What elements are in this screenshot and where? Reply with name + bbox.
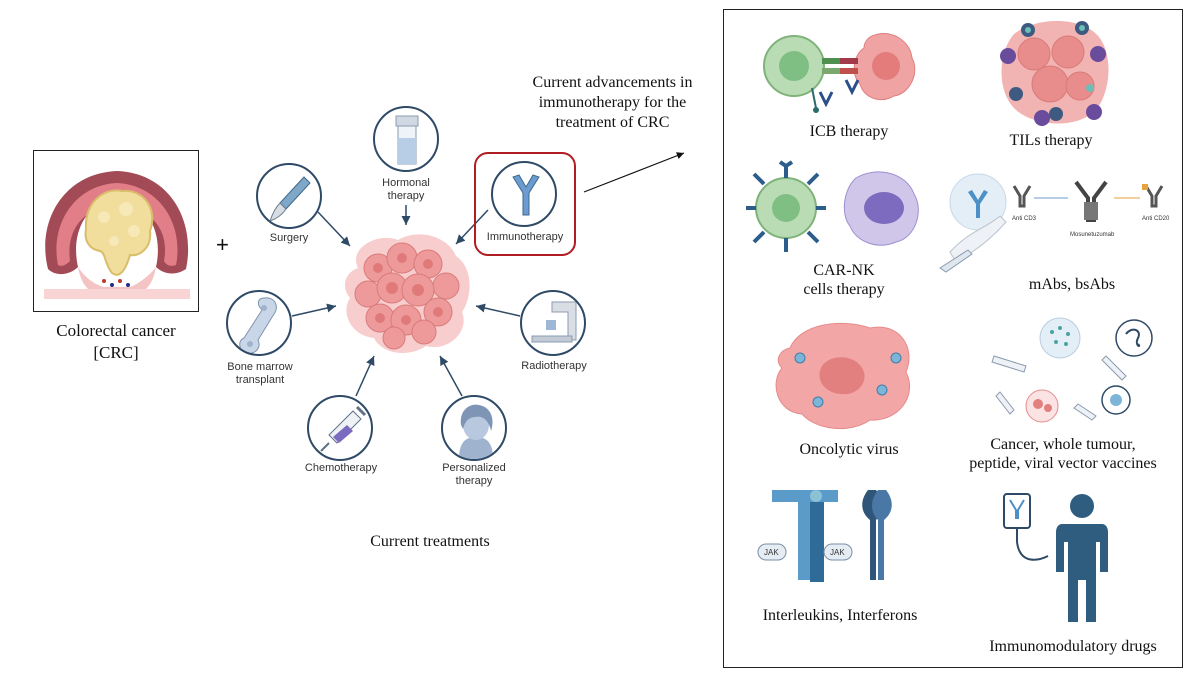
person-face-icon — [459, 404, 493, 459]
anti-cd3-label: Anti CD3 — [1012, 216, 1037, 222]
immunotherapy-highlight-frame — [474, 152, 576, 256]
arrow-to-advances — [583, 152, 685, 193]
bone-marrow-node — [226, 290, 292, 356]
interleukins-illustration: JAK JAK — [757, 490, 892, 582]
advancements-title-line1: Current advancements in — [532, 74, 693, 91]
arrow-surgery — [317, 211, 351, 247]
tils-therapy-label: TILs therapy — [1009, 132, 1093, 149]
personalized-line1: Personalized — [442, 462, 506, 474]
carnk-line1: CAR-NK — [813, 262, 875, 279]
radiotherapy-label: Radiotherapy — [521, 360, 587, 372]
advancements-title-line3: treatment of CRC — [555, 114, 670, 131]
vaccines-line1: Cancer, whole tumour, — [990, 436, 1136, 453]
mosunetuzumab-label: Mosunetuzumab — [1070, 232, 1115, 238]
crc-label: Colorectal cancer [CRC] — [30, 320, 202, 364]
iv-drip-icon — [1003, 493, 1049, 561]
carnk-label: CAR-NK cells therapy — [784, 261, 904, 299]
virus-icon — [794, 352, 902, 408]
jak-right-label: JAK — [830, 548, 845, 557]
hormonal-therapy-node — [373, 106, 439, 172]
advancements-panel: ICB therapy TILs therapy CAR-NK cells th… — [723, 9, 1183, 668]
carnk-illustration — [746, 160, 919, 252]
test-tube-icon — [395, 115, 419, 165]
receptor-icon — [772, 490, 892, 582]
arrow-chemotherapy — [355, 355, 375, 397]
advancements-title-line2: immunotherapy for the — [538, 94, 687, 111]
vaccines-line2: peptide, viral vector vaccines — [969, 455, 1157, 472]
advancements-title: Current advancements in immunotherapy fo… — [510, 73, 715, 133]
vaccine-icon — [991, 355, 1127, 421]
personalized-therapy-node — [441, 395, 507, 461]
mabs-illustration: Anti CD3 Mosunetuzumab Anti CD20 — [939, 173, 1170, 273]
scalpel-icon — [269, 176, 311, 222]
hormonal-line2: therapy — [387, 190, 425, 202]
anti-cd20-label: Anti CD20 — [1142, 216, 1170, 222]
personalized-line2: therapy — [455, 475, 493, 487]
bone-icon — [239, 297, 277, 354]
hormonal-line1: Hormonal — [382, 177, 430, 189]
radiotherapy-node — [520, 290, 586, 356]
bispecific-antibody-icon — [1012, 180, 1164, 222]
vaccines-illustration — [991, 317, 1153, 423]
bone-marrow-label: Bone marrow transplant — [218, 361, 302, 387]
tumor-cluster-icon — [344, 234, 470, 353]
hormonal-therapy-label: Hormonal therapy — [376, 177, 436, 203]
immunotherapy-label: Immunotherapy — [486, 231, 564, 243]
personalized-therapy-label: Personalized therapy — [434, 462, 514, 488]
crc-label-line2: [CRC] — [93, 343, 139, 362]
carnk-line2: cells therapy — [803, 281, 885, 298]
icb-illustration — [763, 33, 916, 113]
interleukins-label: Interleukins, Interferons — [762, 607, 918, 624]
immunomodulatory-illustration — [1003, 493, 1108, 622]
vaccines-label: Cancer, whole tumour, peptide, viral vec… — [940, 435, 1186, 473]
immunomodulatory-label: Immunomodulatory drugs — [989, 638, 1157, 655]
bone-line2: transplant — [235, 374, 285, 386]
chemotherapy-node — [307, 395, 373, 461]
bone-line1: Bone marrow — [227, 361, 293, 373]
oncolytic-label: Oncolytic virus — [799, 441, 899, 458]
surgery-label: Surgery — [269, 232, 309, 244]
current-treatments-caption: Current treatments — [370, 533, 490, 550]
immunotherapy-node — [491, 161, 557, 227]
arrow-immunotherapy — [455, 209, 489, 245]
crc-label-line1: Colorectal cancer — [56, 321, 176, 340]
syringe-icon — [320, 405, 367, 452]
crc-illustration-frame — [33, 150, 199, 312]
icb-therapy-label: ICB therapy — [809, 123, 889, 140]
radiotherapy-machine-icon — [531, 301, 577, 343]
chemotherapy-label: Chemotherapy — [304, 462, 378, 474]
surgery-node — [256, 163, 322, 229]
oncolytic-illustration — [775, 322, 911, 430]
plus-sign: + — [216, 232, 229, 257]
mabs-label: mAbs, bsAbs — [1028, 276, 1116, 293]
arrow-bone — [291, 303, 337, 317]
jak-left-label: JAK — [764, 548, 779, 557]
colon-tumor-icon — [44, 171, 190, 299]
antibody-icon — [512, 174, 540, 216]
arrow-personalized — [439, 355, 463, 397]
tils-illustration — [1000, 20, 1109, 126]
person-icon — [1056, 494, 1108, 622]
arrow-radiotherapy — [475, 303, 521, 317]
